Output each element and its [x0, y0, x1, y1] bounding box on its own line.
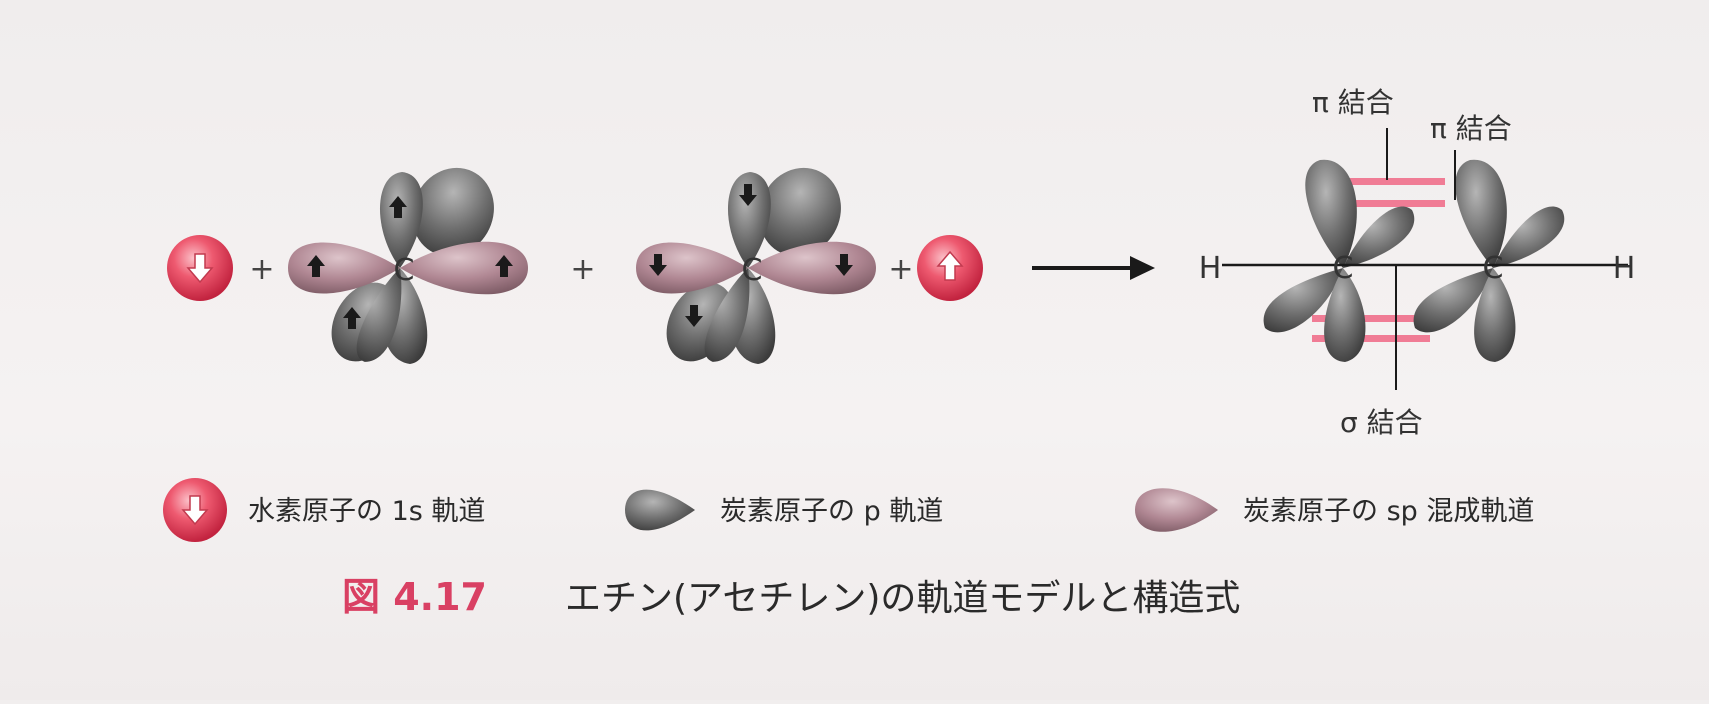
reaction-arrow-icon	[1032, 256, 1155, 280]
arrow-up-icon	[495, 255, 513, 277]
arrow-down-icon	[186, 253, 214, 284]
hydrogen-1s-orbital-icon	[163, 478, 227, 542]
legend-item-p-orbital: 炭素原子の p 軌道	[625, 489, 943, 531]
figure-title: エチン(アセチレン)の軌道モデルと構造式	[565, 578, 1240, 619]
legend-label: 炭素原子の p 軌道	[720, 496, 943, 527]
carbon-label: C	[1333, 251, 1354, 286]
legend-label: 水素原子の 1s 軌道	[248, 496, 485, 527]
hydrogen-atom-left	[167, 235, 233, 301]
legend-item-hydrogen: 水素原子の 1s 軌道	[163, 478, 485, 542]
carbon-atom-right-orbitals	[636, 167, 876, 364]
carbon-label: C	[394, 253, 415, 288]
legend-item-sp-orbital: 炭素原子の sp 混成軌道	[1135, 488, 1534, 532]
carbon-label: C	[742, 253, 763, 288]
carbon-atom-left-orbitals	[288, 167, 528, 364]
arrow-up-icon	[343, 307, 361, 329]
pi-bond-connectors	[1312, 178, 1445, 342]
arrow-down-icon	[739, 184, 757, 206]
pi-bond-label: π 結合	[1312, 86, 1394, 119]
legend: 水素原子の 1s 軌道 炭素原子の p 軌道 炭素原子の sp 混成軌道	[163, 478, 1534, 542]
hydrogen-label: H	[1613, 251, 1636, 286]
figure-number: 図 4.17	[342, 575, 487, 619]
sigma-bond-label: σ 結合	[1340, 406, 1423, 439]
plus-sign: +	[888, 252, 913, 287]
plus-sign: +	[249, 252, 274, 287]
arrow-up-icon	[389, 196, 407, 218]
arrow-down-icon	[835, 254, 853, 276]
hydrogen-label: H	[1199, 251, 1222, 286]
hydrogen-atom-right	[917, 235, 983, 301]
pi-bond-label: π 結合	[1430, 112, 1512, 145]
arrow-up-icon	[936, 250, 964, 281]
carbon-p-orbital-icon	[625, 489, 695, 531]
plus-sign: +	[570, 252, 595, 287]
arrow-down-icon	[685, 305, 703, 327]
arrow-up-icon	[307, 255, 325, 277]
carbon-sp-hybrid-orbital-icon	[1135, 488, 1218, 532]
arrow-down-icon	[649, 254, 667, 276]
ethyne-molecule	[1222, 128, 1628, 390]
carbon-label: C	[1483, 251, 1504, 286]
legend-label: 炭素原子の sp 混成軌道	[1243, 496, 1534, 527]
